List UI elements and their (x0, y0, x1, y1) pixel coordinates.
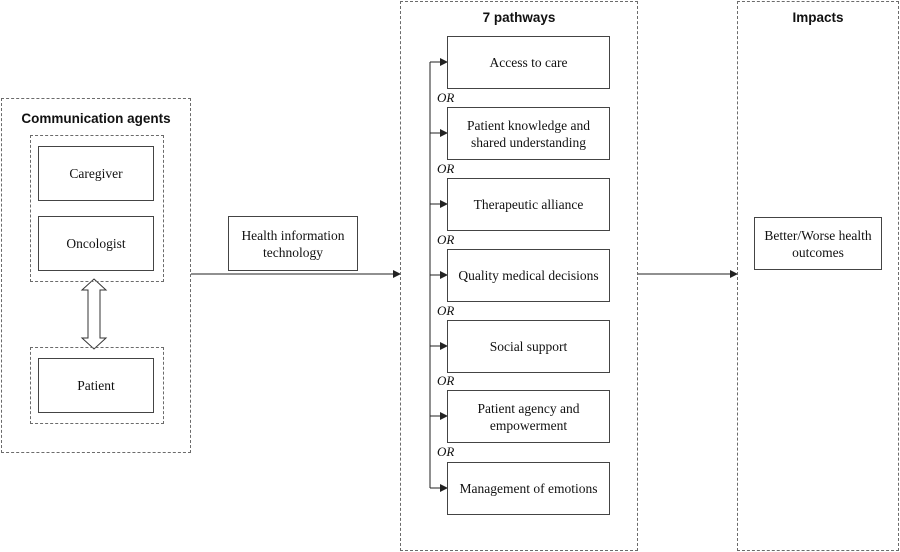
pathways-heading: 7 pathways (482, 10, 556, 25)
impacts-group (737, 1, 899, 551)
double-arrow-icon (80, 278, 108, 350)
or-label: OR (437, 90, 455, 105)
communication-agents-group (1, 98, 191, 453)
pathway-management-of-emotions: Management of emotions (447, 462, 610, 515)
pathway-access-to-care: Access to care (447, 36, 610, 89)
or-label: OR (437, 232, 455, 247)
pathway-quality-medical-decisions: Quality medical decisions (447, 249, 610, 302)
communication-agents-heading: Communication agents (21, 111, 171, 126)
pathway-patient-agency: Patient agency and empowerment (447, 390, 610, 443)
or-label: OR (437, 444, 455, 459)
or-label: OR (437, 303, 455, 318)
health-outcomes-box: Better/Worse health outcomes (754, 217, 882, 270)
or-label: OR (437, 373, 455, 388)
pathway-therapeutic-alliance: Therapeutic alliance (447, 178, 610, 231)
pathway-patient-knowledge: Patient knowledge and shared understandi… (447, 107, 610, 160)
impacts-heading: Impacts (792, 10, 844, 25)
caregiver-box: Caregiver (38, 146, 154, 201)
or-label: OR (437, 161, 455, 176)
patient-box: Patient (38, 358, 154, 413)
provider-group (30, 135, 164, 282)
pathways-group (400, 1, 638, 551)
oncologist-box: Oncologist (38, 216, 154, 271)
patient-group (30, 347, 164, 424)
pathway-social-support: Social support (447, 320, 610, 373)
health-information-technology-box: Health information technology (228, 216, 358, 271)
